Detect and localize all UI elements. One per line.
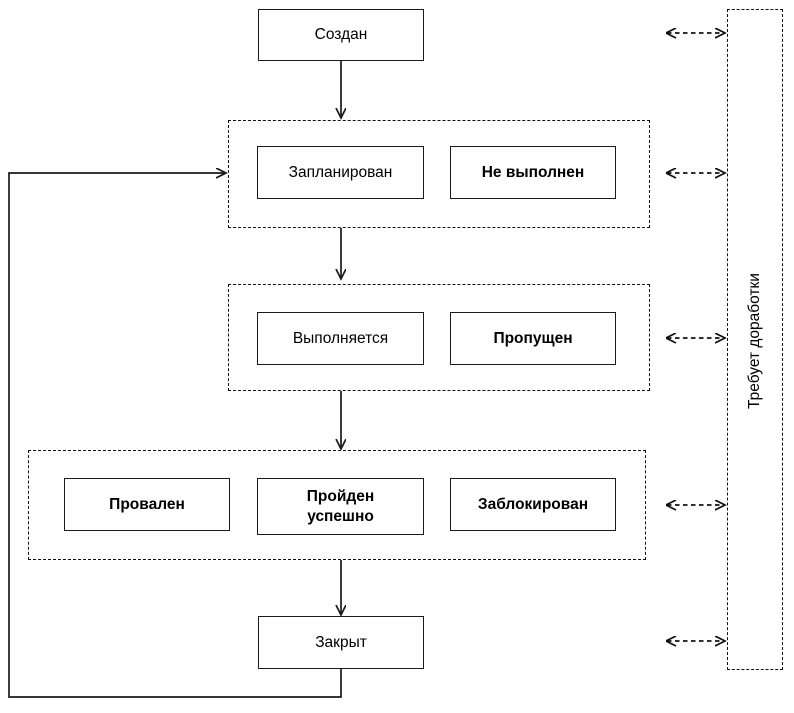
state-box-passed-line2: успешно [307, 507, 374, 525]
state-box-blocked[interactable]: Заблокирован [450, 478, 616, 531]
state-box-passed[interactable]: Пройден успешно [257, 478, 424, 535]
state-box-created[interactable]: Создан [258, 9, 424, 61]
state-box-failed[interactable]: Провален [64, 478, 230, 531]
state-box-in-progress[interactable]: Выполняется [257, 312, 424, 365]
rework-lane [727, 9, 783, 670]
state-box-closed[interactable]: Закрыт [258, 616, 424, 669]
state-box-planned[interactable]: Запланирован [257, 146, 424, 199]
rework-lane-label: Требует доработки [746, 273, 763, 409]
state-box-skipped[interactable]: Пропущен [450, 312, 616, 365]
state-box-not-executed[interactable]: Не выполнен [450, 146, 616, 199]
state-box-passed-line1: Пройден [306, 488, 375, 506]
